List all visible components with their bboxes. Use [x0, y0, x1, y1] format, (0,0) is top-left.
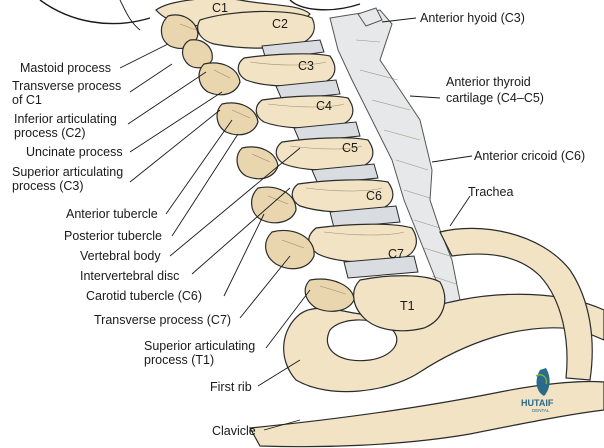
label-c6: C6	[366, 189, 382, 203]
clavicle-bone	[249, 380, 604, 448]
left-labels: Mastoid process Transverse process of C1…	[12, 61, 256, 438]
label-c5: C5	[342, 141, 358, 155]
label-anterior-cricoid: Anterior cricoid (C6)	[474, 149, 585, 163]
label-transverse-c1-line2: of C1	[12, 93, 42, 107]
label-inferior-artic-line2: process (C2)	[14, 126, 86, 140]
label-intervertebral-disc: Intervertebral disc	[80, 269, 179, 283]
label-c7: C7	[388, 247, 404, 261]
label-carotid-tubercle: Carotid tubercle (C6)	[86, 289, 202, 303]
label-trachea: Trachea	[468, 185, 513, 199]
right-rib-arc	[439, 227, 593, 381]
label-uncinate-process: Uncinate process	[26, 145, 123, 159]
label-superior-artic-c3-line1: Superior articulating	[12, 165, 123, 179]
label-anterior-hyoid: Anterior hyoid (C3)	[420, 11, 525, 25]
label-inferior-artic-line1: Inferior articulating	[14, 112, 117, 126]
right-leader-lines	[381, 17, 473, 227]
label-transverse-c1-line1: Transverse process	[12, 79, 121, 93]
label-c3: C3	[298, 59, 314, 73]
label-anterior-thyroid-line2: cartilage (C4–C5)	[446, 91, 544, 105]
label-superior-artic-t1-line1: Superior articulating	[144, 339, 255, 353]
label-mastoid-process: Mastoid process	[20, 61, 111, 75]
label-superior-artic-c3-line2: process (C3)	[12, 179, 84, 193]
label-transverse-c7: Transverse process (C7)	[94, 313, 231, 327]
label-vertebral-body: Vertebral body	[80, 249, 161, 263]
skull-outline	[39, 0, 361, 31]
label-superior-artic-t1-line2: process (T1)	[144, 353, 214, 367]
label-first-rib: First rib	[210, 380, 252, 394]
logo-sub: DENTAL	[532, 408, 550, 413]
label-c2: C2	[272, 17, 288, 31]
label-t1: T1	[400, 299, 415, 313]
right-labels: Anterior hyoid (C3) Anterior thyroid car…	[420, 11, 585, 199]
label-c1: C1	[212, 1, 228, 15]
hutaif-logo: HUTAIF DENTAL	[521, 368, 554, 413]
logo-name: HUTAIF	[521, 398, 554, 408]
label-clavicle: Clavicle	[212, 424, 256, 438]
label-anterior-tubercle: Anterior tubercle	[66, 207, 158, 221]
vertebra-level-labels: C1 C2 C3 C4 C5 C6 C7 T1	[212, 1, 415, 313]
larynx-trachea	[329, 7, 461, 311]
vertebral-column	[155, 0, 446, 332]
left-leader-lines	[119, 43, 311, 431]
label-c4: C4	[316, 99, 332, 113]
label-posterior-tubercle: Posterior tubercle	[64, 229, 162, 243]
label-anterior-thyroid-line1: Anterior thyroid	[446, 75, 531, 89]
